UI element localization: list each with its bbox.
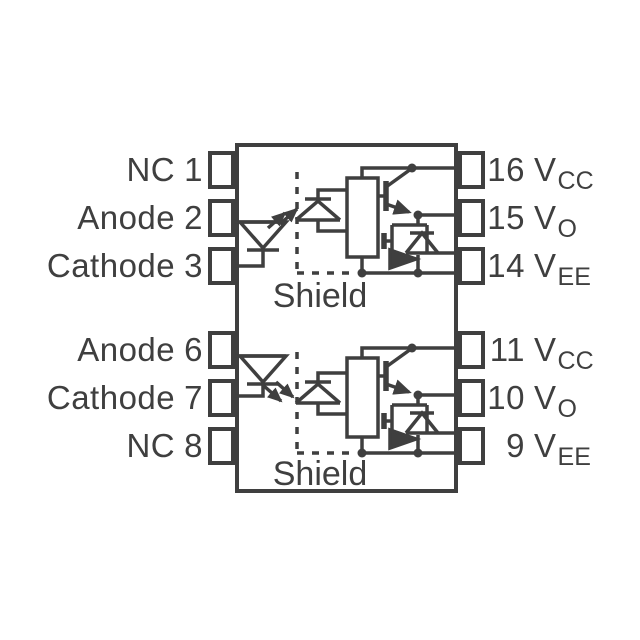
pin-number: 8: [184, 427, 203, 464]
pin-box-2: [208, 199, 235, 237]
pin-box-1: [208, 151, 235, 189]
pin-name: Anode: [77, 199, 176, 236]
pin-subscript: O: [557, 395, 577, 423]
pin-number: 3: [184, 247, 203, 284]
pin-subscript: EE: [557, 443, 591, 471]
photodiode-symbol-bottom: [294, 371, 347, 416]
light-arrows-top: [266, 207, 299, 230]
pin-number: 11: [489, 331, 525, 368]
pin-number: 14: [487, 247, 525, 284]
pin-box-9: [458, 427, 485, 465]
amplifier-block-top: [345, 176, 380, 259]
output-transistor-upper-bottom: [378, 347, 413, 395]
pin-number: 1: [184, 151, 203, 188]
pin-box-8: [208, 427, 235, 465]
vcc-rail-top: [360, 166, 456, 178]
pin-number: 10: [487, 379, 525, 416]
pin-subscript: EE: [557, 263, 591, 291]
ic-body: [235, 143, 458, 493]
photodiode-symbol-top: [294, 188, 347, 233]
pin-name: NC: [126, 427, 176, 464]
junction-dots-bottom: [357, 343, 423, 458]
led-symbol-top: [235, 220, 290, 268]
pin-box-3: [208, 247, 235, 285]
pin-number: 15: [487, 199, 525, 236]
amplifier-block-bottom: [345, 356, 380, 439]
pin-number: 7: [184, 379, 203, 416]
pin-name: Anode: [77, 331, 176, 368]
pin-name: Cathode: [46, 379, 176, 416]
pin-name: V: [534, 247, 557, 284]
pin-name: Cathode: [46, 247, 176, 284]
pin-box-16: [458, 151, 485, 189]
pin-name: NC: [126, 151, 176, 188]
pin-box-14: [458, 247, 485, 285]
pin-box-15: [458, 199, 485, 237]
channel-top: [235, 163, 456, 278]
channel-bottom: [235, 343, 456, 458]
output-stage-lower-top: [381, 223, 456, 273]
junction-dots-top: [357, 163, 423, 278]
pin-number: 6: [184, 331, 203, 368]
shield-label-bottom: Shield: [272, 455, 368, 493]
vcc-rail-bottom: [360, 346, 456, 358]
shield-dashed-line-top: [295, 172, 357, 275]
pin-box-7: [208, 379, 235, 417]
pin-name: V: [534, 199, 557, 236]
output-stage-lower-bottom: [381, 403, 456, 453]
pin-name: V: [534, 151, 557, 188]
pin-subscript: O: [557, 215, 577, 243]
pin-subscript: CC: [557, 347, 594, 375]
shield-label-top: Shield: [272, 277, 368, 315]
pin-box-6: [208, 331, 235, 369]
pin-box-10: [458, 379, 485, 417]
pin-name: V: [534, 427, 557, 464]
light-arrows-bottom: [262, 380, 295, 403]
pin-number: 16: [487, 151, 525, 188]
pin-name: V: [534, 379, 557, 416]
pin-number: 2: [184, 199, 203, 236]
output-transistor-upper-top: [378, 167, 413, 215]
pin-number: 9: [506, 427, 525, 464]
led-symbol-bottom: [235, 354, 290, 398]
pin-subscript: CC: [557, 167, 594, 195]
pin-box-11: [458, 331, 485, 369]
pin-name: V: [534, 331, 557, 368]
